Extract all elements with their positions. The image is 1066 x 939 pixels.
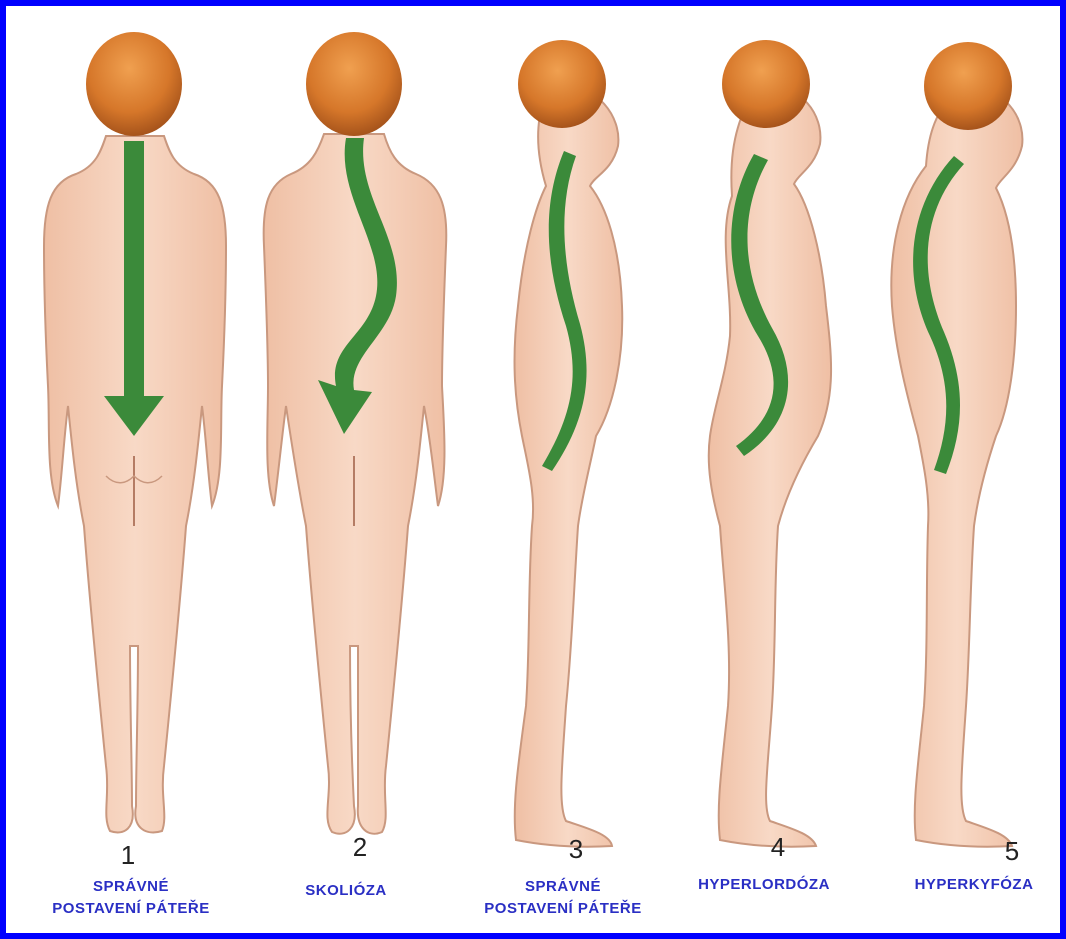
figure-1-caption: SPRÁVNÉ POSTAVENÍ PÁTEŘE (26, 876, 236, 920)
figure-5-hair (924, 42, 1012, 130)
figure-4-caption: HYPERLORDÓZA (674, 874, 854, 896)
figure-3-number: 3 (546, 834, 606, 865)
figure-5-number: 5 (982, 836, 1042, 867)
figure-3-caption-line2: POSTAVENÍ PÁTEŘE (458, 898, 668, 920)
figure-2-hair (306, 32, 402, 136)
figure-5-body (891, 88, 1022, 847)
figure-3-caption: SPRÁVNÉ POSTAVENÍ PÁTEŘE (458, 876, 668, 920)
figure-4-caption-line1: HYPERLORDÓZA (674, 874, 854, 896)
figure-4-number: 4 (748, 832, 808, 863)
figure-5-caption: HYPERKYFÓZA (894, 874, 1054, 896)
figure-5-caption-line1: HYPERKYFÓZA (894, 874, 1054, 896)
figure-4-body (709, 86, 831, 847)
figure-3-body (515, 86, 623, 847)
figure-1-back-view (44, 32, 226, 832)
figure-1-caption-line2: POSTAVENÍ PÁTEŘE (26, 898, 236, 920)
illustration-frame: 1 2 3 4 5 SPRÁVNÉ POSTAVENÍ PÁTEŘE SKOLI… (6, 6, 1060, 933)
figure-1-number: 1 (98, 840, 158, 871)
figure-2-back-view (264, 32, 447, 834)
figure-2-caption: SKOLIÓZA (276, 880, 416, 902)
figure-3-side-view (515, 40, 623, 847)
figure-2-number: 2 (330, 832, 390, 863)
figure-1-hair (86, 32, 182, 136)
figure-4-side-view (709, 40, 831, 847)
figure-3-hair (518, 40, 606, 128)
posture-illustration (6, 6, 1060, 933)
figure-3-caption-line1: SPRÁVNÉ (458, 876, 668, 898)
figure-5-side-view (891, 42, 1022, 847)
figure-4-hair (722, 40, 810, 128)
figure-2-caption-line1: SKOLIÓZA (276, 880, 416, 902)
figure-1-caption-line1: SPRÁVNÉ (26, 876, 236, 898)
